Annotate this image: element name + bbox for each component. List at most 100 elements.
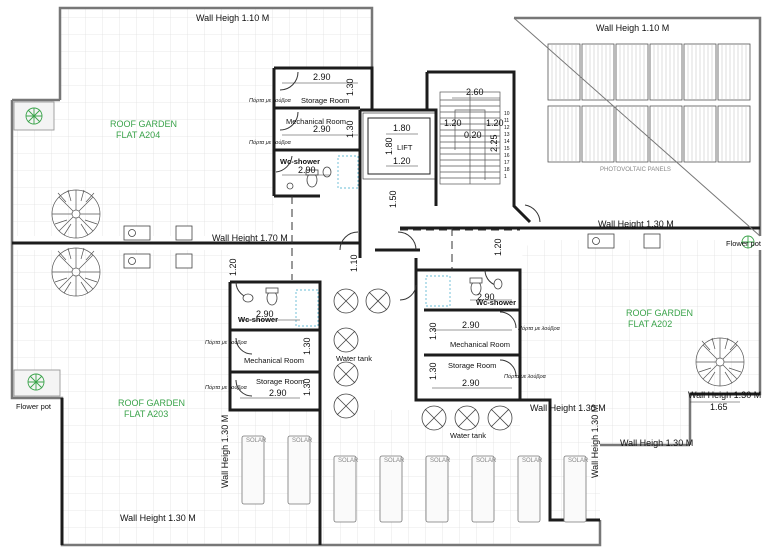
dimension-label: 1.80 — [393, 123, 411, 133]
solar-label: SOLAR — [292, 438, 313, 444]
wall-height-label: Wall Height 1.30 M — [598, 219, 674, 229]
dimension-label: 1.30 — [345, 120, 355, 138]
dimension-label: 1.30 — [302, 337, 312, 355]
flower-pot-icon — [13, 369, 61, 397]
solar-label: SOLAR — [430, 458, 451, 464]
dimension-label: 1.80 — [384, 137, 394, 155]
dimension-label: 2.90 — [313, 72, 331, 82]
room-label-lift: LIFT — [397, 143, 413, 152]
room-label-mechanical: Mechanical Room — [450, 340, 510, 349]
main-walls — [12, 66, 760, 545]
garden-label: FLAT A203 — [124, 409, 168, 419]
room-label-wc: Wc-shower — [280, 157, 320, 166]
dimension-label: 1.20 — [493, 238, 503, 256]
dimension-label: 2.25 — [489, 134, 499, 152]
room-label-mechanical: Mechanical Room — [286, 117, 346, 126]
wall-height-label: Wall Heigh 1.10 M — [196, 13, 269, 23]
garden-label: FLAT A202 — [628, 319, 672, 329]
door-note: Πόρτα με λούβρα — [504, 373, 547, 380]
wall-height-label: Wall Heigh 1.30 M — [590, 405, 600, 478]
wall-height-label: Wall Heigh 1.10 M — [596, 23, 669, 33]
garden-label: ROOF GARDEN — [626, 308, 693, 318]
solar-units — [241, 435, 587, 523]
door-note: Πόρτα με λούβρα — [205, 384, 248, 391]
dimension-label: 1.50 — [388, 190, 398, 208]
garden-label: FLAT A204 — [116, 130, 160, 140]
wall-height-label: Wall Heigh 1.30 M — [220, 415, 230, 488]
dimension-label: 1.30 — [428, 362, 438, 380]
wall-height-label: Wall Heigh 1.30 M — [688, 390, 761, 400]
dimension-label: 0.20 — [464, 130, 482, 140]
solar-label: SOLAR — [568, 458, 589, 464]
room-label-flower-pot: Flower pot — [726, 239, 762, 248]
solar-label: SOLAR — [522, 458, 543, 464]
wall-height-label: Wall Heigh 1.30 M — [620, 438, 693, 448]
sinks — [123, 225, 661, 269]
wall-height-label: Wall Height 1.70 M — [212, 233, 288, 243]
dimension-label: 2.60 — [466, 87, 484, 97]
svg-text:14: 14 — [504, 139, 510, 145]
pv-label: PHOTOVOLTAIC PANELS — [600, 167, 671, 173]
dimension-label: 1.30 — [428, 322, 438, 340]
dimension-label: 2.90 — [477, 292, 495, 302]
pv-roof-diagonal — [513, 17, 761, 237]
dimension-label: 1.65 — [710, 402, 728, 412]
room-label-mechanical: Mechanical Room — [244, 356, 304, 365]
room-label-storage: Storage Room — [448, 361, 496, 370]
room-label-wc: Wc-shower — [476, 298, 516, 307]
solar-label: SOLAR — [476, 458, 497, 464]
stair-flight — [439, 91, 501, 185]
room-label-wc: Wc-shower — [238, 315, 278, 324]
solar-label: SOLAR — [338, 458, 359, 464]
svg-text:16: 16 — [504, 153, 510, 159]
svg-text:1: 1 — [504, 174, 507, 180]
dimension-label: 1.10 — [349, 254, 359, 272]
dimension-label: 1.20 — [228, 258, 238, 276]
door-note: Πόρτα με λούβρα — [249, 139, 292, 146]
door-note: Πόρτα με λούβρα — [249, 97, 292, 104]
wall-height-label: Wall Height 1.30 M — [120, 513, 196, 523]
dimension-label: 2.90 — [298, 165, 316, 175]
svg-text:15: 15 — [504, 146, 510, 152]
photovoltaic-panels — [547, 43, 751, 163]
water-tanks — [333, 288, 513, 431]
garden-label: ROOF GARDEN — [110, 119, 177, 129]
door-note: Πόρτα με λούβρα — [518, 325, 561, 332]
solar-label: SOLAR — [384, 458, 405, 464]
solar-unit-labels: SOLAR SOLAR SOLAR SOLAR SOLAR SOLAR SOLA… — [246, 438, 589, 464]
flower-pot-icon — [741, 235, 755, 249]
svg-text:17: 17 — [504, 160, 510, 166]
door-note: Πόρτα με λούβρα — [205, 339, 248, 346]
svg-text:10: 10 — [504, 111, 510, 117]
dimension-label: 1.20 — [486, 118, 504, 128]
dimension-label: 2.90 — [462, 378, 480, 388]
lift-shaft — [362, 112, 436, 180]
room-label-water-tank: Water tank — [450, 431, 486, 440]
room-label-storage: Storage Room — [256, 377, 304, 386]
stair-step-numbers: 10 11 12 13 14 15 16 17 18 1 — [504, 111, 510, 180]
room-label-flower-pot: Flower pot — [16, 402, 52, 411]
dimension-lines — [240, 82, 740, 403]
dimension-label: 2.90 — [256, 309, 274, 319]
svg-text:11: 11 — [504, 118, 509, 124]
shower-trays — [295, 155, 451, 327]
svg-text:18: 18 — [504, 167, 510, 173]
dimension-label: 2.90 — [269, 388, 287, 398]
dashed-guides — [291, 196, 520, 280]
solar-label: SOLAR — [246, 438, 267, 444]
svg-text:12: 12 — [504, 125, 510, 131]
spiral-stairs — [51, 189, 745, 387]
dimension-label: 2.90 — [462, 320, 480, 330]
room-label-storage: Storage Room — [301, 96, 349, 105]
dimension-label: 1.30 — [345, 78, 355, 96]
wall-height-label: Wall Height 1.30 M — [530, 403, 606, 413]
dimension-label: 1.20 — [393, 156, 411, 166]
svg-text:13: 13 — [504, 132, 510, 138]
dimension-label: 2.90 — [313, 124, 331, 134]
garden-label: ROOF GARDEN — [118, 398, 185, 408]
dimension-label: 1.20 — [444, 118, 462, 128]
flower-pot-icon — [13, 101, 55, 131]
